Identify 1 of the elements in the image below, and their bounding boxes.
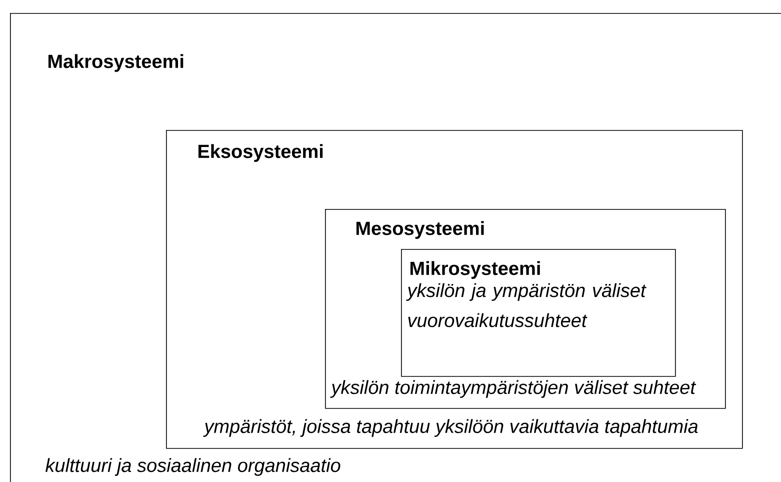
system-box: Mikrosysteemi yksilön ja ympäristön väliset vuorovaikutussuhteet — [401, 249, 676, 377]
